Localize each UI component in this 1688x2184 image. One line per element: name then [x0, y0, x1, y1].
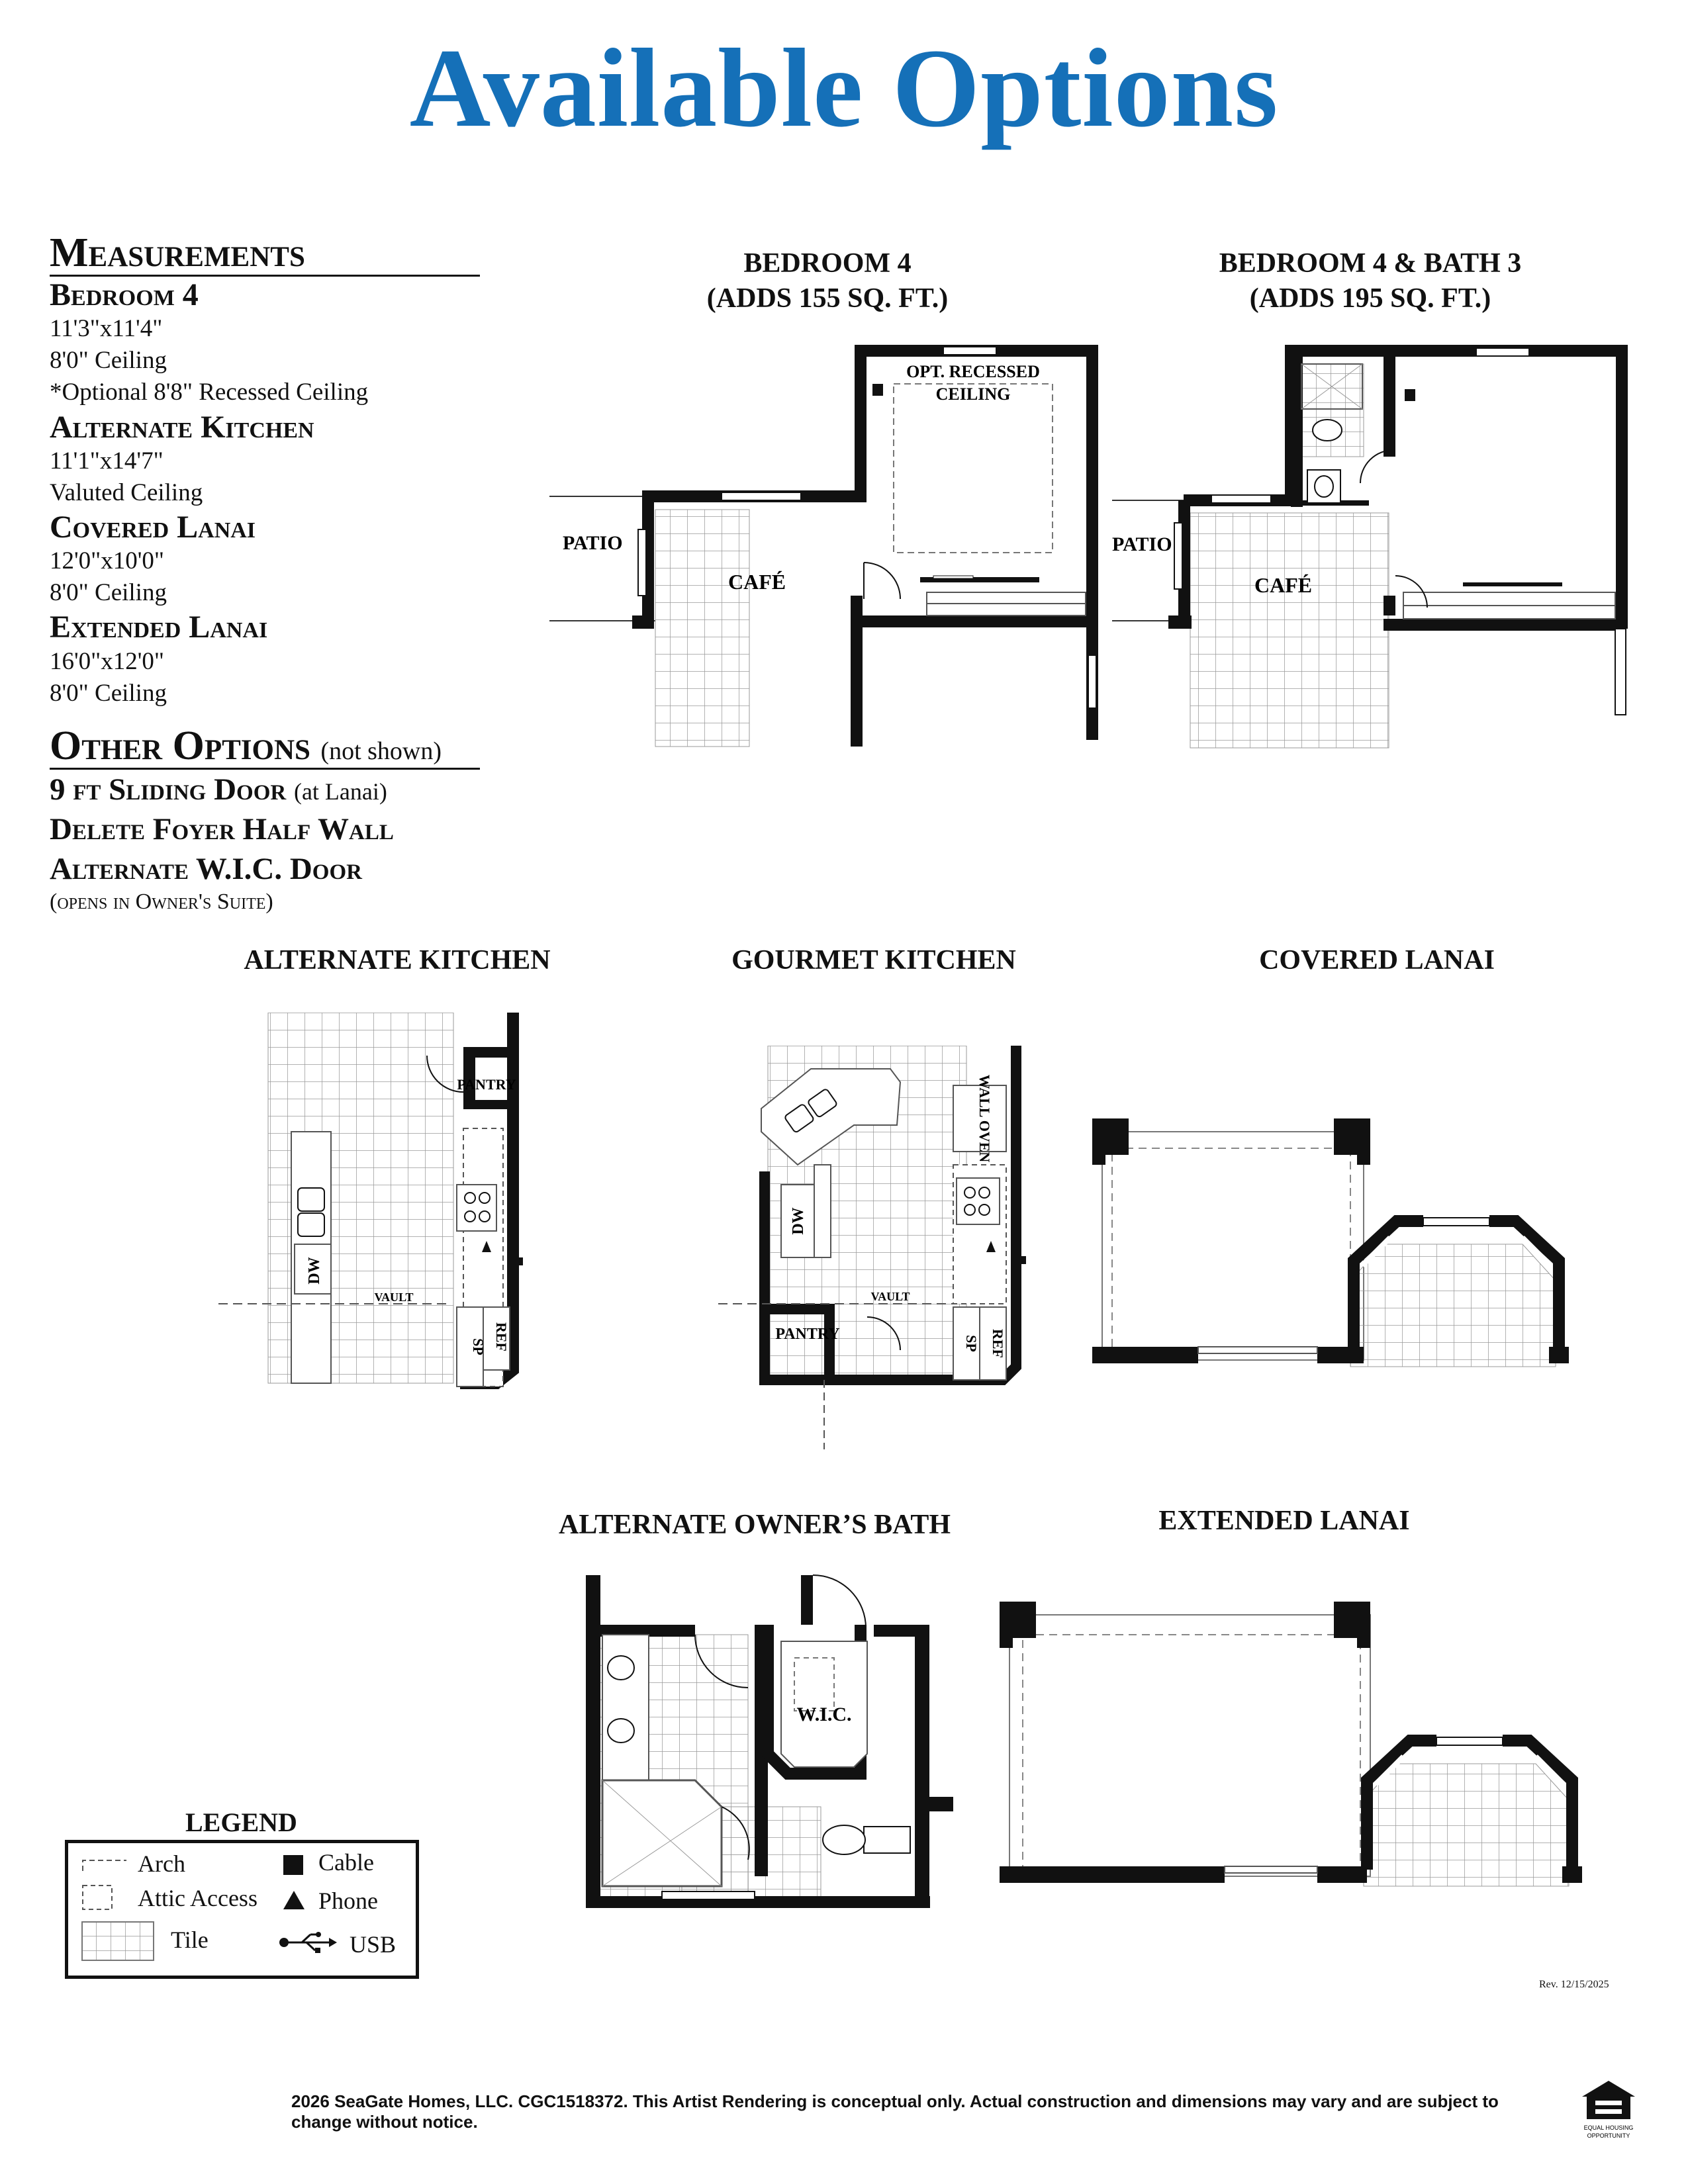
arch-icon — [82, 1860, 126, 1871]
footer-disclaimer: 2026 SeaGate Homes, LLC. CGC1518372. Thi… — [291, 2091, 1499, 2132]
room-line: 8'0" Ceiling — [50, 347, 167, 375]
plan-title-text: BEDROOM 4 — [743, 248, 912, 279]
sp-label: SP — [963, 1335, 980, 1352]
room-line: Valuted Ceiling — [50, 478, 203, 506]
alt-kitchen-plan-title: ALTERNATE KITCHEN — [244, 945, 551, 976]
logo-text-line1: EQUAL HOUSING — [1584, 2124, 1634, 2131]
alt-owners-bath-floorplan: W.I.C. — [586, 1574, 953, 1908]
bedroom4-bath3-plan-title: BEDROOM 4 & BATH 3 (ADDS 195 SQ. FT.) — [1165, 246, 1575, 316]
page-title: Available Options — [409, 26, 1279, 150]
room-name: Covered Lanai — [50, 509, 256, 545]
measurement-alt-kitchen: Alternate Kitchen 11'1"x14'7" Valuted Ce… — [50, 409, 513, 509]
room-name: Extended Lanai — [50, 610, 268, 645]
legend-title: LEGEND — [185, 1807, 297, 1837]
measurements-section: Measurements Bedroom 4 11'3"x11'4" 8'0" … — [50, 231, 513, 709]
logo-text-line2: OPPORTUNITY — [1587, 2132, 1630, 2139]
option-item: Alternate W.I.C. Door — [50, 849, 513, 889]
alt-kitchen-floorplan: PANTRY DW VAULT SP REF — [218, 1013, 523, 1389]
recessed-label: OPT. RECESSED — [906, 362, 1040, 381]
attic-access-icon — [82, 1885, 113, 1910]
measurement-extended-lanai: Extended Lanai 16'0"x12'0" 8'0" Ceiling — [50, 609, 513, 709]
ref-label: REF — [493, 1322, 510, 1351]
pantry-label: PANTRY — [457, 1076, 516, 1093]
patio-label: PATIO — [563, 532, 623, 554]
room-line: 11'1"x14'7" — [50, 447, 164, 475]
ref-label: REF — [990, 1329, 1006, 1358]
option-label: Alternate W.I.C. Door — [50, 852, 362, 887]
other-options-heading: Other Options (not shown) — [50, 723, 480, 770]
covered-lanai-floorplan — [1092, 1118, 1569, 1367]
room-name: Alternate Kitchen — [50, 409, 314, 445]
legend-usb-label: USB — [350, 1931, 397, 1958]
other-options-title: Other Options — [50, 723, 310, 768]
other-options-section: Other Options (not shown) 9 ft Sliding D… — [50, 723, 513, 915]
equal-housing-logo: EQUAL HOUSING OPPORTUNITY — [1582, 2081, 1635, 2139]
plan-title-text: BEDROOM 4 & BATH 3 — [1219, 248, 1522, 279]
bedroom4-plan-title: BEDROOM 4 (ADDS 155 SQ. FT.) — [662, 246, 993, 316]
covered-lanai-plan-title: COVERED LANAI — [1259, 945, 1495, 976]
wic-label: W.I.C. — [796, 1704, 851, 1725]
room-line: 8'0" Ceiling — [50, 679, 167, 707]
gourmet-kitchen-plan-title: GOURMET KITCHEN — [731, 945, 1016, 976]
room-line: 11'3"x11'4" — [50, 315, 163, 343]
pantry-label: PANTRY — [775, 1326, 839, 1343]
bedroom4-floorplan: PATIO CAFÉ OPT. RECESSED CEILING — [549, 345, 1098, 747]
bedroom4-bath3-floorplan: PATIO CAFÉ — [1112, 345, 1628, 749]
measurements-heading: Measurements — [50, 231, 480, 277]
legend-attic-label: Attic Access — [138, 1885, 258, 1911]
plan-subtitle: (ADDS 195 SQ. FT.) — [1249, 283, 1491, 314]
option-item: Delete Foyer Half Wall — [50, 809, 513, 849]
legend-tile-label: Tile — [171, 1927, 209, 1953]
gourmet-kitchen-floirplan: WALL OVEN DW VAULT PANTRY SP REF — [718, 1046, 1026, 1449]
legend-cable-label: Cable — [318, 1849, 374, 1876]
room-name: Bedroom 4 — [50, 277, 199, 313]
legend-box: Arch Attic Access Tile Cable Phone USB — [65, 1840, 419, 1979]
measurement-bedroom4: Bedroom 4 11'3"x11'4" 8'0" Ceiling *Opti… — [50, 277, 513, 408]
tile-icon — [81, 1921, 154, 1961]
extended-lanai-floorplan — [1000, 1602, 1582, 1887]
room-line: *Optional 8'8" Recessed Ceiling — [50, 379, 369, 406]
phone-icon — [283, 1891, 305, 1909]
other-options-note: (not shown) — [320, 737, 442, 765]
legend-phone-label: Phone — [318, 1888, 378, 1914]
room-line: 12'0"x10'0" — [50, 547, 165, 575]
plan-subtitle: (ADDS 155 SQ. FT.) — [706, 283, 949, 314]
ceiling-label: CEILING — [936, 385, 1011, 404]
revision-date: Rev. 12/15/2025 — [1539, 1979, 1609, 1990]
option-sub-note: (opens in Owner's Suite) — [50, 889, 273, 914]
vault-label: VAULT — [374, 1291, 413, 1304]
patio-label: PATIO — [1112, 533, 1172, 555]
room-line: 8'0" Ceiling — [50, 579, 167, 607]
option-note: (at Lanai) — [293, 778, 387, 805]
vault-label: VAULT — [870, 1290, 910, 1303]
alt-owners-bath-plan-title: ALTERNATE OWNER’S BATH — [558, 1510, 951, 1540]
cafe-label: CAFÉ — [1254, 573, 1312, 597]
cable-icon — [283, 1855, 303, 1875]
extended-lanai-plan-title: EXTENDED LANAI — [1158, 1506, 1410, 1536]
measurement-covered-lanai: Covered Lanai 12'0"x10'0" 8'0" Ceiling — [50, 509, 513, 609]
wall-oven-label: WALL OVEN — [976, 1075, 993, 1163]
legend-arch-label: Arch — [138, 1850, 185, 1877]
dw-label: DW — [306, 1257, 323, 1284]
dw-label: DW — [790, 1207, 807, 1234]
cafe-label: CAFÉ — [728, 570, 786, 594]
option-label: 9 ft Sliding Door — [50, 772, 287, 807]
option-label: Delete Foyer Half Wall — [50, 812, 394, 847]
room-line: 16'0"x12'0" — [50, 647, 165, 675]
sp-label: SP — [470, 1338, 487, 1355]
usb-icon — [279, 1932, 337, 1953]
option-item: 9 ft Sliding Door (at Lanai) — [50, 770, 513, 809]
